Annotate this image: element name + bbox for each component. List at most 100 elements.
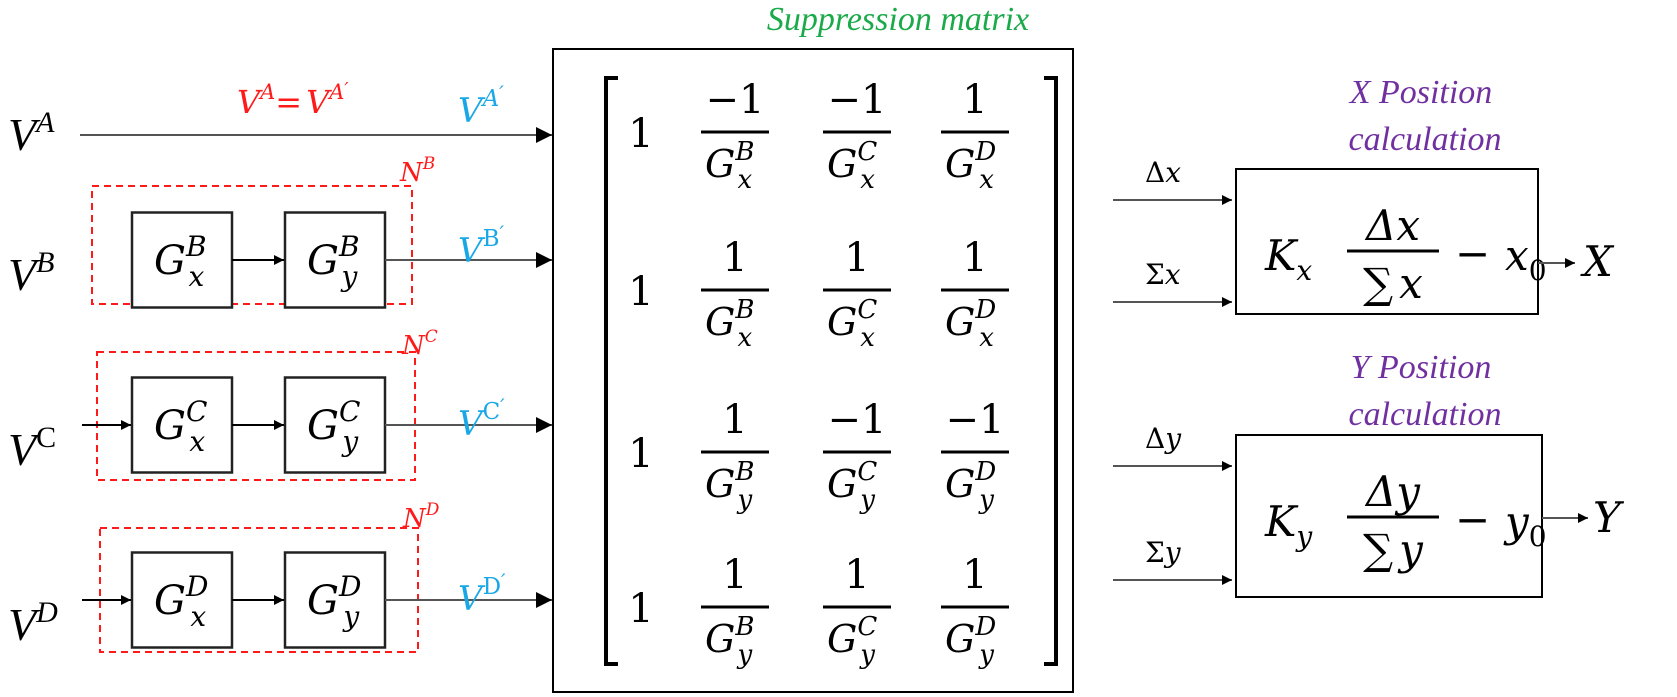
signal-label-delta-y: Δy bbox=[1145, 422, 1182, 455]
output-labels: VA′ VB′ VC′ VD′ bbox=[458, 81, 506, 619]
y-position-calc-box bbox=[1235, 434, 1543, 598]
matrix-left-bracket bbox=[604, 76, 618, 666]
output-label-a: VA′ bbox=[458, 81, 504, 131]
signal-label-sigma-x: Σx bbox=[1145, 258, 1181, 291]
matrix-entry: 1 bbox=[628, 269, 653, 315]
network-boundary bbox=[99, 527, 419, 653]
matrix-entry: 1 bbox=[628, 586, 653, 632]
matrix-cell: 1 bbox=[628, 269, 653, 315]
gain-constant: Ky bbox=[1264, 497, 1313, 553]
matrix-numerator: 1 bbox=[962, 77, 987, 123]
calc-titles: X Position calculation Y Position calcul… bbox=[1348, 74, 1502, 433]
network-boundary bbox=[96, 351, 416, 481]
y-calc-title-line1: Y Position bbox=[1351, 349, 1492, 386]
signal-label-delta-x: Δx bbox=[1145, 156, 1181, 189]
network-label: NB bbox=[399, 154, 435, 188]
matrix-numerator: 1 bbox=[962, 235, 987, 281]
signal-labels: Δx Σx Δy Σy bbox=[1145, 156, 1182, 569]
minus-sign: − bbox=[1455, 229, 1490, 278]
x-calc-title-line1: X Position bbox=[1348, 74, 1493, 111]
matrix-cell: 1 bbox=[628, 586, 653, 632]
formula-numerator: Δx bbox=[1364, 201, 1420, 250]
matrix-numerator: −1 bbox=[828, 397, 887, 443]
formula-denominator: ∑y bbox=[1363, 525, 1424, 574]
network-label: NC bbox=[401, 327, 438, 361]
matrix-entry: 1 bbox=[628, 111, 653, 157]
input-label-c: VC bbox=[8, 421, 56, 475]
minus-sign: − bbox=[1455, 495, 1490, 544]
y-calc-title-line2: calculation bbox=[1349, 396, 1502, 433]
input-label-b: VB bbox=[8, 246, 54, 300]
matrix-numerator: 1 bbox=[962, 552, 987, 598]
signal-label-sigma-y: Σy bbox=[1145, 536, 1182, 569]
x-position-calc-box bbox=[1235, 168, 1539, 315]
x-formula: Kx Δx ∑x−x0 bbox=[1264, 201, 1547, 308]
output-label-b: VB′ bbox=[458, 221, 504, 271]
matrix-numerator: −1 bbox=[946, 397, 1005, 443]
offset-term: y0 bbox=[1503, 497, 1547, 553]
input-labels: VA VB VC VD bbox=[8, 106, 58, 650]
equality-label: VA=VA′ bbox=[237, 79, 348, 121]
input-label-d: VD bbox=[8, 596, 58, 650]
matrix-cell: 1 bbox=[628, 111, 653, 157]
matrix-numerator: 1 bbox=[722, 235, 747, 281]
formula-numerator: Δy bbox=[1364, 467, 1421, 516]
output-label-d: VD′ bbox=[458, 569, 506, 619]
input-label-a: VA bbox=[8, 106, 55, 160]
offset-term: x0 bbox=[1505, 231, 1547, 287]
matrix-numerator: 1 bbox=[844, 552, 869, 598]
matrix-numerator: 1 bbox=[844, 235, 869, 281]
output-label-c: VC′ bbox=[458, 394, 505, 444]
formula-denominator: ∑x bbox=[1363, 259, 1423, 308]
matrix-numerator: −1 bbox=[706, 77, 765, 123]
matrix-numerator: −1 bbox=[828, 77, 887, 123]
matrix-right-bracket bbox=[1044, 76, 1058, 666]
network-label: ND bbox=[402, 500, 440, 534]
matrix-numerator: 1 bbox=[722, 397, 747, 443]
x-calc-title-line2: calculation bbox=[1349, 121, 1502, 158]
gain-constant: Kx bbox=[1264, 231, 1312, 287]
network-boundary bbox=[91, 185, 413, 305]
x-output-label: X bbox=[1580, 237, 1615, 286]
signal-lines bbox=[1113, 195, 1232, 585]
